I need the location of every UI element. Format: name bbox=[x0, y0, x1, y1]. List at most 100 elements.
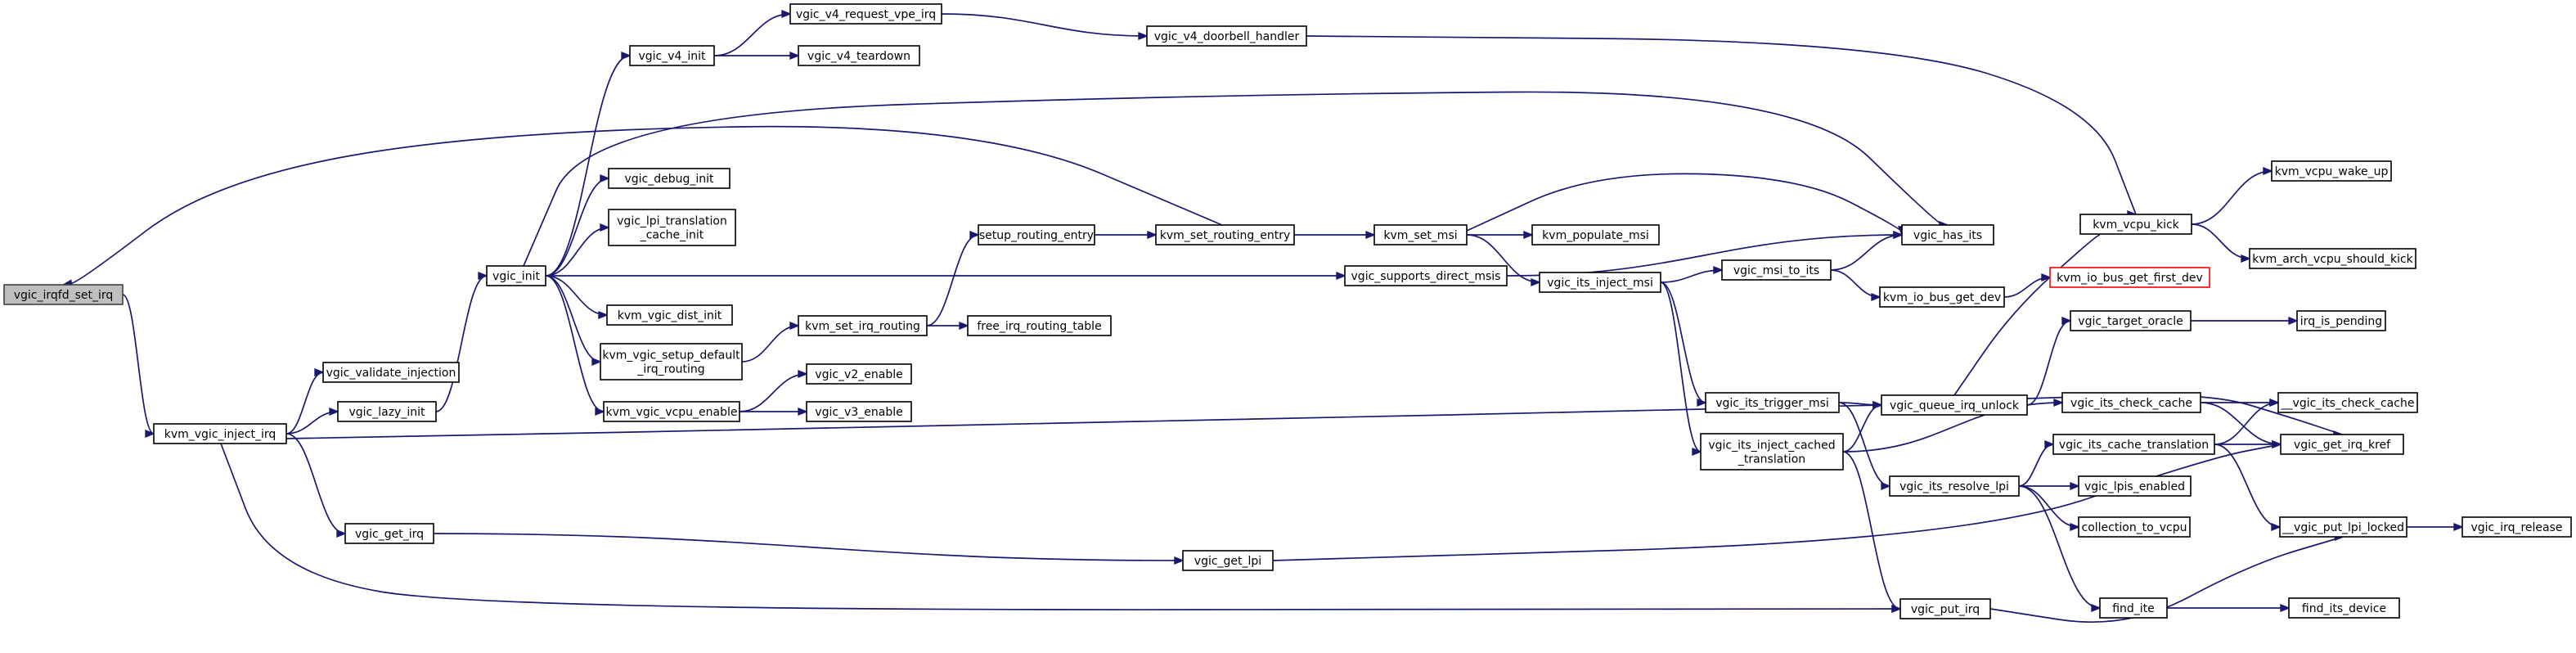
node-box bbox=[1146, 25, 1307, 47]
node-label: vgic_its_inject_msi bbox=[1547, 277, 1653, 290]
node-label: kvm_set_irq_routing bbox=[805, 320, 920, 333]
edge-arrowhead bbox=[2263, 166, 2273, 176]
graph-node[interactable]: find_its_device bbox=[2288, 597, 2400, 619]
graph-edge bbox=[220, 443, 1901, 610]
graph-node[interactable]: kvm_set_routing_entry bbox=[1155, 224, 1295, 245]
graph-node[interactable]: vgic_v4_doorbell_handler bbox=[1146, 25, 1307, 47]
graph-node[interactable]: vgic_has_its bbox=[1901, 224, 1994, 245]
edge-arrowhead bbox=[2041, 272, 2052, 282]
graph-node[interactable]: kvm_vcpu_kick bbox=[2079, 214, 2192, 235]
edge-arrowhead bbox=[145, 429, 155, 439]
node-box bbox=[1721, 259, 1832, 281]
graph-node[interactable]: vgic_its_cache_translation bbox=[2052, 434, 2215, 455]
node-label: find_ite bbox=[2112, 602, 2155, 615]
graph-node[interactable]: vgic_its_inject_cached_translation bbox=[1700, 433, 1844, 471]
graph-node[interactable]: kvm_set_msi bbox=[1373, 224, 1468, 245]
graph-node[interactable]: free_irq_routing_table bbox=[967, 315, 1112, 336]
node-label: _irq_routing bbox=[636, 363, 704, 376]
node-box bbox=[608, 209, 736, 246]
graph-node[interactable]: vgic_debug_init bbox=[608, 168, 731, 189]
graph-node[interactable]: vgic_its_trigger_msi bbox=[1705, 392, 1840, 413]
graph-node[interactable]: kvm_populate_msi bbox=[1531, 224, 1660, 245]
edge-arrowhead bbox=[595, 407, 605, 417]
graph-node[interactable]: vgic_target_oracle bbox=[2070, 310, 2192, 331]
graph-edge bbox=[285, 372, 324, 435]
node-box bbox=[1879, 286, 2005, 308]
edge-arrowhead bbox=[2280, 603, 2291, 613]
graph-node[interactable]: kvm_vgic_setup_default_irq_routing bbox=[600, 343, 743, 381]
edge-arrowhead bbox=[1174, 556, 1185, 565]
graph-node[interactable]: vgic_get_irq bbox=[344, 523, 434, 544]
node-box bbox=[2070, 310, 2192, 331]
graph-node[interactable]: kvm_set_irq_routing bbox=[798, 315, 928, 336]
graph-node[interactable]: vgic_init bbox=[486, 265, 546, 286]
graph-node[interactable]: kvm_vgic_vcpu_enable bbox=[603, 401, 740, 422]
node-box bbox=[2079, 214, 2192, 235]
graph-edge bbox=[545, 275, 601, 363]
graph-node[interactable]: setup_routing_entry bbox=[978, 224, 1095, 245]
graph-node[interactable]: vgic_its_resolve_lpi bbox=[1889, 475, 2020, 497]
graph-edge bbox=[926, 234, 979, 326]
node-label: vgic_debug_init bbox=[624, 173, 714, 186]
graph-node[interactable]: kvm_vgic_inject_irq bbox=[153, 423, 287, 444]
graph-node[interactable]: vgic_irqfd_set_irq bbox=[3, 284, 124, 305]
graph-edge bbox=[545, 227, 609, 277]
edge-arrowhead bbox=[2070, 481, 2080, 491]
node-box bbox=[2296, 310, 2386, 331]
graph-node[interactable]: vgic_validate_injection bbox=[322, 362, 460, 383]
graph-edge bbox=[285, 433, 346, 534]
node-label: vgic_v4_init bbox=[638, 50, 706, 63]
graph-node[interactable]: vgic_v3_enable bbox=[806, 401, 912, 422]
graph-node[interactable]: vgic_put_irq bbox=[1899, 598, 1991, 619]
node-box bbox=[2061, 392, 2201, 413]
graph-node[interactable]: vgic_lpi_translation_cache_init bbox=[608, 209, 736, 246]
graph-edge bbox=[545, 275, 605, 412]
graph-node[interactable]: collection_to_vcpu bbox=[2078, 516, 2191, 538]
graph-node[interactable]: vgic_supports_direct_msis bbox=[1344, 265, 1508, 286]
graph-node[interactable]: vgic_its_inject_msi bbox=[1539, 272, 1661, 293]
node-label: __vgic_put_lpi_locked bbox=[2282, 521, 2404, 534]
graph-node[interactable]: vgic_get_lpi bbox=[1182, 550, 1274, 571]
node-label: vgic_supports_direct_msis bbox=[1351, 270, 1501, 283]
graph-node[interactable]: vgic_v2_enable bbox=[806, 363, 912, 385]
node-label: vgic_its_resolve_lpi bbox=[1899, 480, 2009, 493]
graph-node[interactable]: vgic_queue_irq_unlock bbox=[1881, 394, 2028, 416]
graph-node[interactable]: vgic_msi_to_its bbox=[1721, 259, 1832, 281]
graph-edge bbox=[1842, 451, 1901, 610]
node-label: kvm_vgic_dist_init bbox=[618, 309, 722, 322]
graph-node[interactable]: kvm_io_bus_get_dev bbox=[1879, 286, 2005, 308]
edge-arrowhead bbox=[798, 369, 808, 379]
node-box bbox=[806, 363, 912, 385]
graph-node[interactable]: __vgic_its_check_cache bbox=[2277, 392, 2418, 413]
graph-node[interactable]: kvm_io_bus_get_first_dev bbox=[2049, 267, 2210, 288]
node-label: vgic_its_trigger_msi bbox=[1715, 397, 1829, 410]
edge-arrowhead bbox=[2453, 522, 2464, 532]
node-box bbox=[608, 168, 731, 189]
node-label: kvm_vgic_setup_default bbox=[602, 349, 740, 363]
graph-edge bbox=[545, 178, 609, 277]
graph-node[interactable]: vgic_lazy_init bbox=[337, 401, 437, 422]
node-label: free_irq_routing_table bbox=[977, 320, 1101, 333]
graph-node[interactable]: vgic_v4_init bbox=[629, 45, 715, 66]
node-box bbox=[1899, 598, 1991, 619]
nodes-layer: vgic_irqfd_set_irqkvm_vgic_inject_irqvgi… bbox=[3, 3, 2572, 619]
graph-node[interactable]: vgic_v4_request_vpe_irq bbox=[789, 3, 942, 25]
graph-node[interactable]: __vgic_put_lpi_locked bbox=[2279, 516, 2407, 538]
graph-node[interactable]: vgic_its_check_cache bbox=[2061, 392, 2201, 413]
graph-node[interactable]: vgic_v4_teardown bbox=[798, 45, 920, 66]
graph-node[interactable]: vgic_lpis_enabled bbox=[2078, 475, 2192, 497]
node-label: vgic_irqfd_set_irq bbox=[14, 289, 114, 302]
edge-arrowhead bbox=[1871, 292, 1881, 302]
graph-node[interactable]: find_ite bbox=[2099, 597, 2168, 619]
node-label: kvm_io_bus_get_first_dev bbox=[2057, 272, 2203, 285]
graph-node[interactable]: kvm_arch_vcpu_should_kick bbox=[2249, 248, 2416, 269]
graph-node[interactable]: kvm_vgic_dist_init bbox=[606, 304, 733, 326]
edge-arrowhead bbox=[336, 529, 347, 538]
graph-node[interactable]: vgic_irq_release bbox=[2461, 516, 2572, 538]
node-box bbox=[1881, 394, 2028, 416]
graph-node[interactable]: kvm_vcpu_wake_up bbox=[2271, 160, 2392, 182]
edge-arrowhead bbox=[621, 51, 632, 61]
graph-node[interactable]: irq_is_pending bbox=[2296, 310, 2386, 331]
graph-node[interactable]: vgic_get_irq_kref bbox=[2280, 434, 2404, 455]
edge-arrowhead bbox=[781, 9, 792, 19]
